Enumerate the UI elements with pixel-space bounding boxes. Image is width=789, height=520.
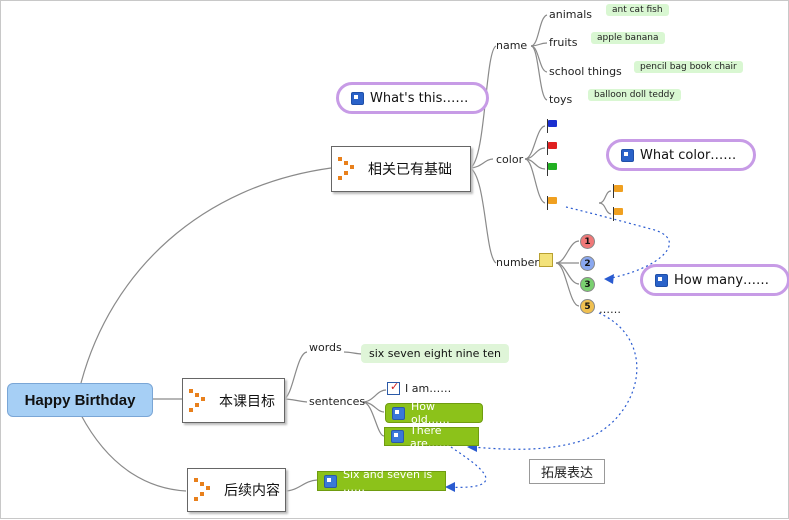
note-icon [621, 148, 634, 162]
note-icon [392, 406, 405, 420]
number-more: …… [599, 303, 621, 316]
examples-school-things: pencil bag book chair [634, 61, 743, 73]
leaf-school-things[interactable]: school things [549, 65, 622, 78]
checkbox-icon: ✓ [387, 381, 400, 395]
topic-lesson-goals[interactable]: 本课目标 [182, 378, 285, 423]
orange-flag-icon [546, 196, 558, 210]
branch-color[interactable]: color [496, 153, 524, 166]
topic-follow-up[interactable]: 后续内容 [187, 468, 286, 512]
sentence-there-are[interactable]: There are…… [384, 424, 479, 450]
branch-name[interactable]: name [496, 39, 528, 52]
callout-whats-this-text: What's this…… [370, 90, 469, 106]
expand-label-text: 拓展表达 [540, 466, 593, 481]
root-topic-happy-birthday[interactable]: Happy Birthday [7, 383, 153, 417]
green-flag-icon [546, 162, 558, 176]
sentence-there-are-text: There are…… [410, 423, 450, 450]
leaf-toys[interactable]: toys [549, 93, 573, 106]
callout-whats-this[interactable]: What's this…… [336, 82, 489, 114]
note-icon [324, 474, 337, 488]
leaf-animals[interactable]: animals [549, 8, 593, 21]
note-icon [391, 430, 404, 443]
priority-2-icon: 2 [580, 256, 595, 271]
topic-known-label: 相关已有基础 [368, 162, 452, 178]
task-marker-icon [189, 388, 211, 413]
examples-fruits: apple banana [591, 32, 665, 44]
note-icon [351, 91, 364, 105]
orange-flag-icon [612, 184, 624, 198]
sentence-i-am[interactable]: ✓ I am…… [387, 381, 452, 395]
topic-goals-label: 本课目标 [219, 393, 275, 410]
branch-words[interactable]: words [309, 341, 342, 354]
priority-5-icon: 5 [580, 299, 595, 314]
expand-expression-label[interactable]: 拓展表达 [529, 459, 605, 484]
leaf-fruits[interactable]: fruits [549, 36, 578, 49]
examples-animals: ant cat fish [606, 4, 669, 16]
callout-how-many-text: How many…… [674, 272, 770, 288]
callout-what-color[interactable]: What color…… [606, 139, 756, 171]
branch-number[interactable]: number [496, 256, 539, 269]
red-flag-icon [546, 141, 558, 155]
task-marker-icon [338, 157, 360, 181]
sentence-i-am-text: I am…… [405, 382, 452, 395]
followup-item-text: Six and seven is …… [343, 468, 433, 494]
topic-followup-label: 后续内容 [224, 483, 280, 499]
sentence-how-old[interactable]: How old…… [385, 400, 483, 426]
blue-flag-icon [546, 119, 558, 133]
followup-six-and-seven[interactable]: Six and seven is …… [317, 468, 446, 494]
note-icon [655, 273, 668, 287]
orange-flag-icon [612, 207, 624, 221]
callout-what-color-text: What color…… [640, 147, 737, 163]
sentence-how-old-text: How old…… [411, 400, 450, 426]
priority-1-icon: 1 [580, 234, 595, 249]
priority-3-icon: 3 [580, 277, 595, 292]
note-icon [539, 253, 553, 267]
task-marker-icon [194, 478, 216, 502]
examples-toys: balloon doll teddy [588, 89, 681, 101]
callout-how-many[interactable]: How many…… [640, 264, 789, 296]
topic-known-basis[interactable]: 相关已有基础 [331, 146, 471, 192]
branch-sentences[interactable]: sentences [309, 395, 366, 408]
words-value: six seven eight nine ten [361, 344, 509, 363]
root-topic-label: Happy Birthday [24, 391, 136, 409]
